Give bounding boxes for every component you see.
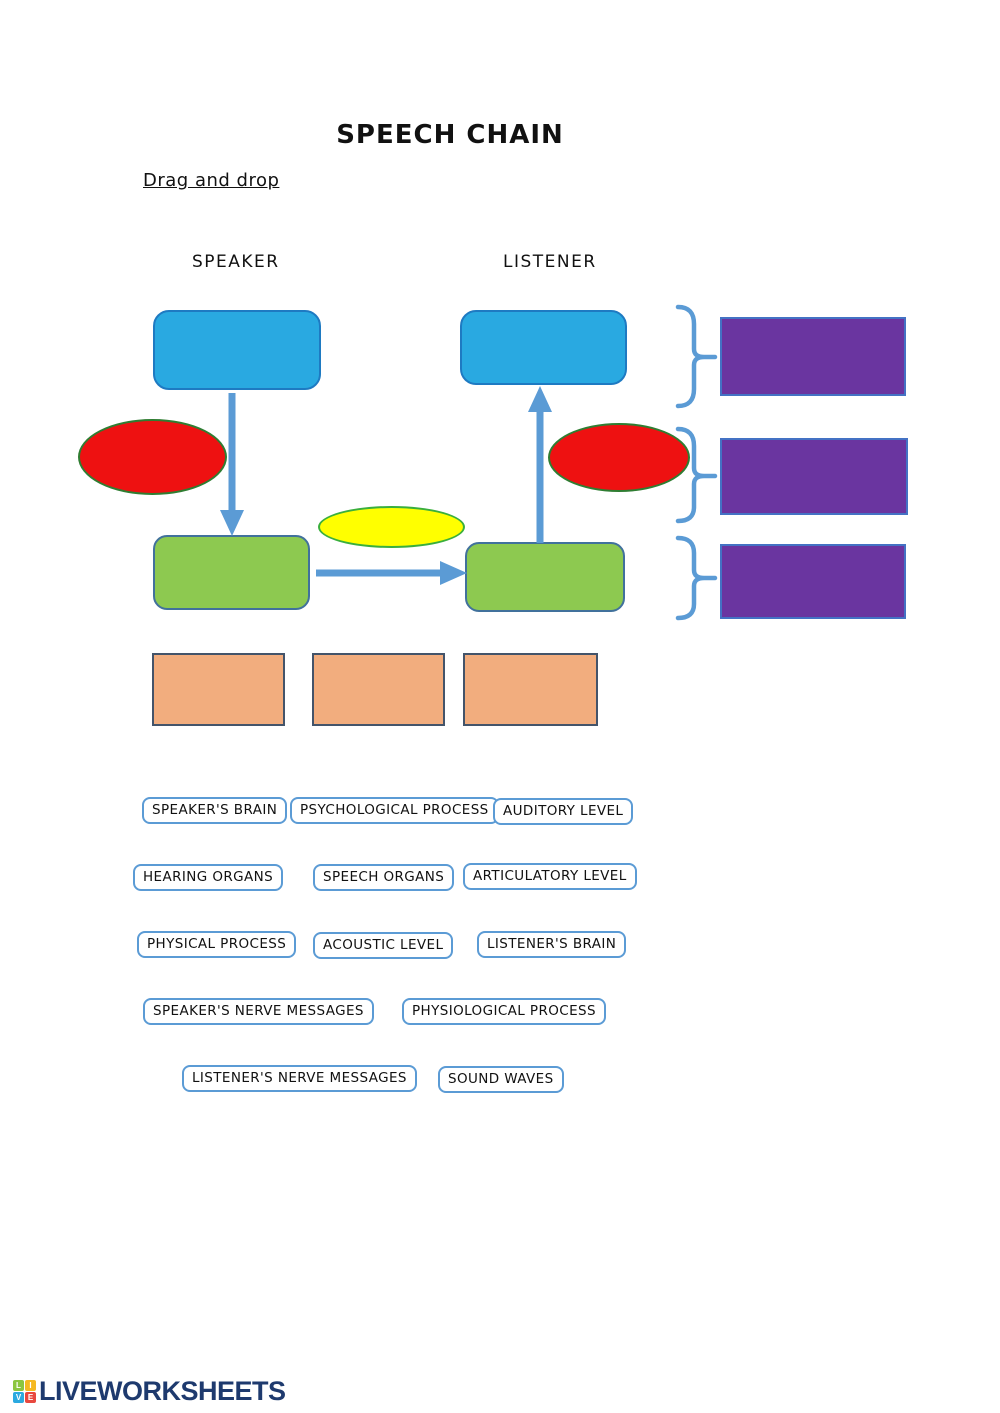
logo-tile-i: I: [25, 1380, 36, 1391]
brand-name: LIVEWORKSHEETS: [39, 1376, 286, 1406]
page-title: SPEECH CHAIN: [336, 120, 564, 150]
dropzone-process-box-1[interactable]: [152, 653, 285, 726]
speaker-column-label: SPEAKER: [192, 252, 280, 272]
dropzone-speech-organs-box[interactable]: [153, 535, 310, 610]
logo-tile-e: E: [25, 1392, 36, 1403]
arrow-right-sound: [316, 561, 467, 585]
drag-label-acoustic-level[interactable]: ACOUSTIC LEVEL: [313, 932, 454, 959]
listener-column-label: LISTENER: [503, 252, 597, 272]
drag-label-psychological-process[interactable]: PSYCHOLOGICAL PROCESS: [290, 797, 499, 824]
drag-label-speech-organs[interactable]: SPEECH ORGANS: [313, 864, 455, 891]
liveworksheets-logo-icon: L I V E: [13, 1380, 36, 1403]
drag-label-physiological-process[interactable]: PHYSIOLOGICAL PROCESS: [402, 998, 606, 1025]
dropzone-hearing-organs-box[interactable]: [465, 542, 625, 612]
dropzone-speaker-brain-box[interactable]: [153, 310, 321, 390]
drag-label-auditory-level[interactable]: AUDITORY LEVEL: [493, 798, 634, 825]
dropzone-sound-waves-ellipse[interactable]: [318, 506, 465, 548]
dropzone-level-box-3[interactable]: [720, 544, 906, 619]
dropzone-process-box-2[interactable]: [312, 653, 445, 726]
logo-tile-l: L: [13, 1380, 24, 1391]
dropzone-level-box-2[interactable]: [720, 438, 908, 515]
drag-label-listeners-brain[interactable]: LISTENER'S BRAIN: [477, 931, 627, 958]
dropzone-listener-nerve-ellipse[interactable]: [548, 423, 690, 492]
instruction-text: Drag and drop: [143, 170, 280, 191]
dropzone-process-box-3[interactable]: [463, 653, 598, 726]
arrow-up-listener: [528, 386, 552, 543]
drag-label-physical-process[interactable]: PHYSICAL PROCESS: [137, 931, 297, 958]
logo-tile-v: V: [13, 1392, 24, 1403]
drag-label-articulatory-level[interactable]: ARTICULATORY LEVEL: [463, 863, 637, 890]
drag-label-listeners-nerve-messages[interactable]: LISTENER'S NERVE MESSAGES: [182, 1065, 417, 1092]
drag-label-speakers-nerve-messages[interactable]: SPEAKER'S NERVE MESSAGES: [143, 998, 374, 1025]
brace-level-1: [675, 304, 718, 409]
brace-level-3: [675, 535, 718, 621]
dropzone-level-box-1[interactable]: [720, 317, 906, 396]
dropzone-speaker-nerve-ellipse[interactable]: [78, 419, 227, 495]
drag-label-hearing-organs[interactable]: HEARING ORGANS: [133, 864, 284, 891]
dropzone-listener-brain-box[interactable]: [460, 310, 627, 385]
liveworksheets-footer: L I V E LIVEWORKSHEETS: [13, 1376, 286, 1407]
drag-label-sound-waves[interactable]: SOUND WAVES: [438, 1066, 564, 1093]
drag-label-speakers-brain[interactable]: SPEAKER'S BRAIN: [142, 797, 288, 824]
